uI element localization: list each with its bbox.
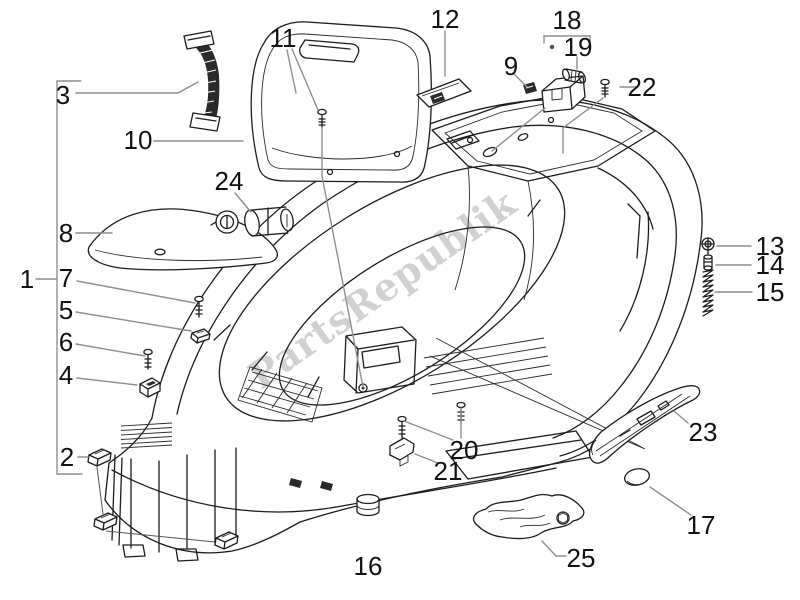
- callout-23: 23: [689, 417, 718, 447]
- callout-3: 3: [56, 80, 70, 110]
- callout-6: 6: [59, 327, 73, 357]
- part-17-disc: [624, 468, 650, 486]
- callout-2: 2: [60, 442, 74, 472]
- callout-24: 24: [215, 166, 244, 196]
- part-20-screws: [397, 401, 466, 439]
- callout-20: 20: [450, 435, 479, 465]
- callout-19: 19: [564, 32, 593, 62]
- callout-17: 17: [687, 510, 716, 540]
- callout-8: 8: [59, 218, 73, 248]
- callout-10: 10: [124, 125, 153, 155]
- part-3-strap: [183, 30, 221, 132]
- callout-21: 21: [434, 456, 463, 486]
- part-4-cage-nut: [139, 377, 161, 398]
- callout-15: 15: [756, 277, 785, 307]
- part-16-cap: [356, 493, 380, 517]
- part-12-plate: [416, 78, 472, 108]
- part-9-clip: [523, 82, 537, 94]
- callout-4: 4: [59, 360, 73, 390]
- part-13-screw: [701, 237, 715, 257]
- callout-18: 18: [553, 5, 582, 35]
- part-5-clip-nut: [190, 328, 211, 344]
- leader-lines: [35, 30, 753, 557]
- part-11-screw: [317, 108, 327, 128]
- part-22-screw: [600, 78, 610, 98]
- part-7-screw: [194, 295, 204, 318]
- callout-22: 22: [628, 72, 657, 102]
- part-21-bracket: [389, 437, 415, 467]
- callout-1: 1: [20, 264, 34, 294]
- part-14-bolt: [703, 254, 713, 271]
- callout-14: 14: [756, 250, 785, 280]
- callout-7: 7: [59, 263, 73, 293]
- part-10-lid: [250, 21, 433, 183]
- part-15-spring: [702, 269, 714, 317]
- callout-13: 13: [756, 231, 785, 261]
- callout-11: 11: [270, 23, 297, 53]
- callout-12: 12: [431, 4, 460, 34]
- part-24-lock-set: [210, 206, 294, 237]
- part-6-screw: [143, 348, 153, 370]
- callout-5: 5: [59, 295, 73, 325]
- part-2-clips: [87, 448, 239, 550]
- callouts: 1 2 3 4 5 6 7 8 9 10 11 12 13 14 15 16 1…: [20, 4, 785, 581]
- helmet-compartment-drawing: [104, 94, 703, 562]
- callout-25: 25: [567, 543, 596, 573]
- callout-16: 16: [354, 551, 383, 581]
- part-18-bracket-box: [541, 75, 586, 113]
- callout-9: 9: [504, 51, 518, 81]
- part-19-cylinder: [562, 68, 586, 84]
- part-25-heat-shield: [472, 493, 585, 540]
- part-23-strip: [588, 385, 701, 464]
